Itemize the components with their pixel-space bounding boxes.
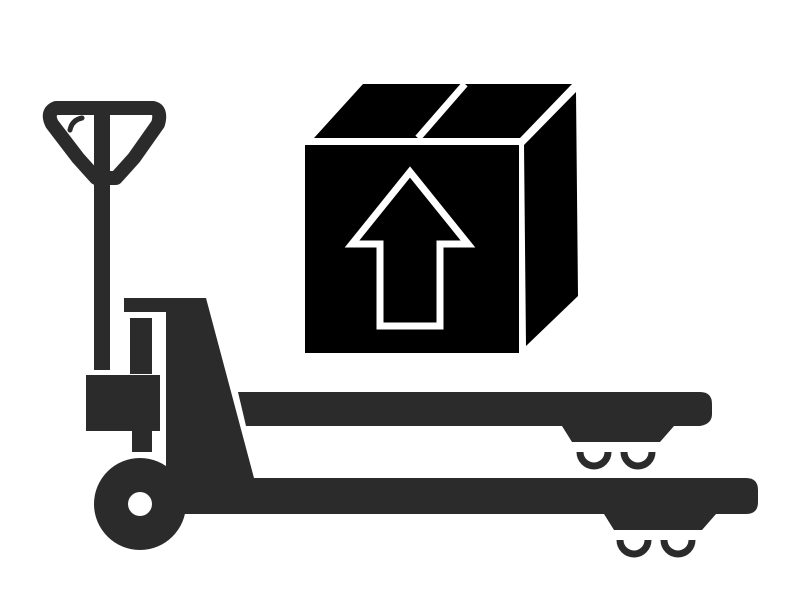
lower-fork-bracket [604,514,716,530]
chassis-body [124,298,254,510]
upper-fork-bracket [562,426,674,442]
upper-fork-roller-right [620,451,656,470]
upper-fork-roller-left [576,451,612,470]
pallet-jack-icon [42,101,758,558]
hydraulic-cylinder [130,318,152,374]
handle-loop [42,101,167,185]
pump-block [86,375,160,431]
box-tape-seam [415,81,468,141]
lower-fork-roller-left [616,539,652,558]
handle-shaft [94,108,110,370]
lower-fork [166,478,758,514]
steering-wheel-hub [128,492,152,516]
handle-grip-mark [67,115,85,133]
box-icon [305,81,578,353]
lower-fork-roller-right [660,539,696,558]
up-arrow-icon [344,166,476,330]
pump-lower-joint [132,430,152,452]
upper-fork [238,392,712,426]
box-side-face [524,92,578,346]
